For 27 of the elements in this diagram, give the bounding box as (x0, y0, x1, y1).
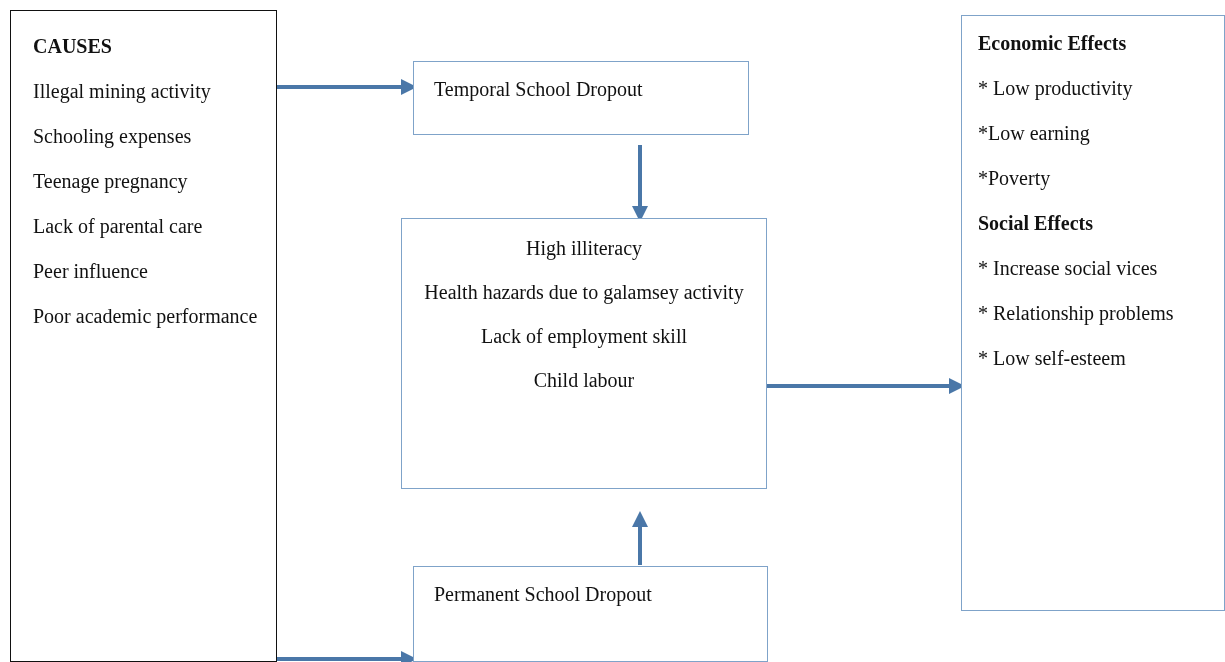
text-box (961, 15, 1225, 611)
box-text: Health hazards due to galamsey activity (423, 280, 745, 305)
text-box (413, 61, 749, 135)
cause-item: Schooling expenses (33, 124, 193, 149)
text-box (401, 218, 767, 489)
cause-item: Lack of parental care (33, 214, 204, 239)
effect-item: * Low self-esteem (978, 346, 1127, 371)
box-text: High illiteracy (524, 236, 644, 261)
box-text: Temporal School Dropout (434, 77, 644, 102)
section-heading: Social Effects (978, 211, 1094, 236)
section-heading: Economic Effects (978, 31, 1128, 56)
text-box (413, 566, 768, 662)
box-text: Lack of employment skill (479, 324, 689, 349)
effect-item: * Low productivity (978, 76, 1134, 101)
arrow (632, 511, 648, 565)
cause-item: Peer influence (33, 259, 149, 284)
box-text: Child labour (532, 368, 636, 393)
effect-item: * Relationship problems (978, 301, 1175, 326)
effect-item: *Low earning (978, 121, 1091, 146)
cause-item: Poor academic performance (33, 304, 259, 329)
section-heading: CAUSES (33, 34, 113, 59)
effect-item: *Poverty (978, 166, 1052, 191)
cause-item: Teenage pregnancy (33, 169, 189, 194)
causes-box (10, 10, 277, 662)
box-text: Permanent School Dropout (434, 582, 653, 607)
effect-item: * Increase social vices (978, 256, 1159, 281)
cause-item: Illegal mining activity (33, 79, 212, 104)
